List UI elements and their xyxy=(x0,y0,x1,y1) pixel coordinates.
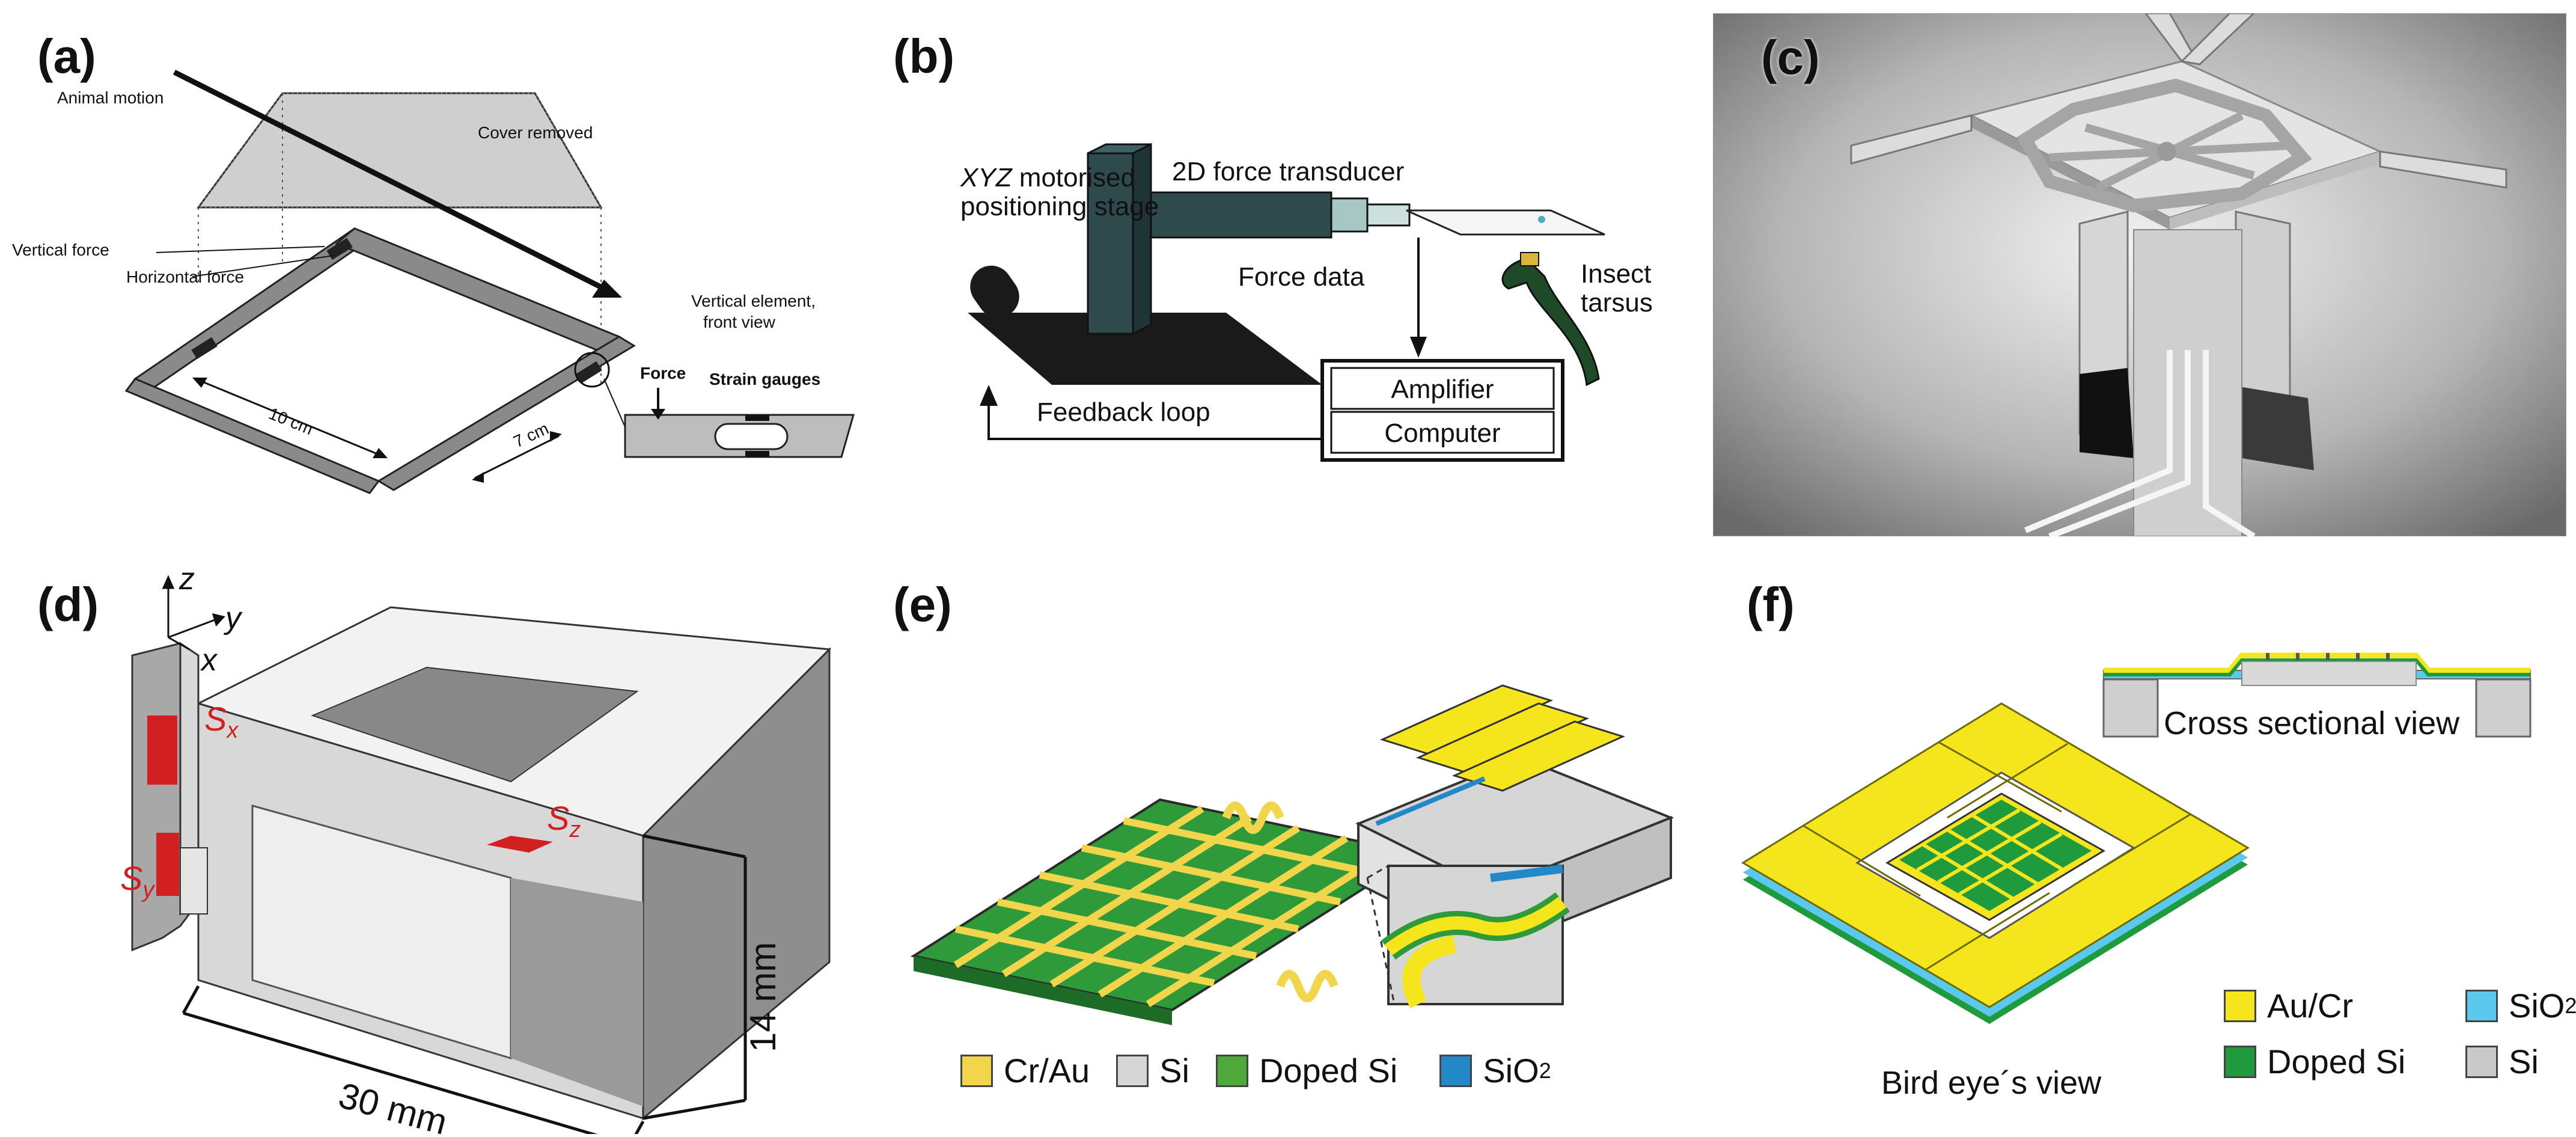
legend-e-sio2: SiO xyxy=(1483,1052,1539,1089)
axis-x-label: x xyxy=(200,643,218,678)
legend-e-sio2-sub: 2 xyxy=(1539,1058,1551,1083)
legend-e-swatch-si xyxy=(1116,1054,1149,1087)
amplifier-label: Amplifier xyxy=(1391,375,1494,404)
stage-label-motorised: motorised xyxy=(1012,163,1135,192)
dim-30mm-label: 30 mm xyxy=(335,1075,451,1134)
svg-text:XYZ motorised: XYZ motorised xyxy=(960,163,1135,192)
octagon-ring xyxy=(2016,78,2312,213)
force-setup-drawing: XYZ motorised positioning stage 2D force… xyxy=(960,143,1653,462)
panel-c: (c) xyxy=(1712,12,2567,539)
vertical-element-text-1: Vertical element, xyxy=(691,292,816,310)
force-platform-drawing: Animal motion Cover removed Vertical for… xyxy=(12,69,855,494)
feedback-loop-label: Feedback loop xyxy=(1037,397,1210,427)
vertical-element-text-2: front view xyxy=(703,313,776,331)
contact-pads xyxy=(1379,684,1626,792)
cross-section xyxy=(2102,652,2532,738)
legend-e-doped: Doped Si xyxy=(1259,1052,1398,1089)
sy-gauge xyxy=(156,833,179,896)
support-arms xyxy=(1850,12,2507,189)
axis-y-label: y xyxy=(224,601,243,636)
dim-7cm-text: 7 cm xyxy=(510,419,551,452)
frame-segment-lines xyxy=(1802,741,2191,970)
horizontal-force-text: Horizontal force xyxy=(126,268,244,286)
legend-f-sio2-sub: 2 xyxy=(2565,993,2576,1018)
axis-triad xyxy=(162,575,225,651)
vertical-force-text: Vertical force xyxy=(12,241,109,259)
force-sensors xyxy=(191,238,602,384)
legend-f-swatch-doped xyxy=(2224,1045,2256,1078)
legend-e-crau: Cr/Au xyxy=(1004,1052,1090,1089)
panel-label-a: (a) xyxy=(37,29,96,83)
panel-label-b: (b) xyxy=(893,29,955,83)
legend-e-si: Si xyxy=(1159,1052,1189,1089)
legend-f-sio2: SiO xyxy=(2509,987,2565,1025)
panel-label-d: (d) xyxy=(37,578,99,631)
svg-text:Sz: Sz xyxy=(547,799,581,842)
sy-label: S xyxy=(120,859,142,897)
svg-text:Sx: Sx xyxy=(204,700,239,743)
sz-gauge xyxy=(487,836,553,853)
inner-grid xyxy=(1916,808,2063,901)
panel-label-f: (f) xyxy=(1747,578,1795,631)
sensor-bird-eye-drawing xyxy=(1741,652,2532,1024)
stage-label-xyz: XYZ xyxy=(960,163,1013,192)
panel-d: (d) xyxy=(0,562,890,1137)
legend-f-swatch-si xyxy=(2465,1045,2498,1078)
sx-gauge xyxy=(147,716,177,785)
box-window xyxy=(311,666,639,783)
insect-label-2: tarsus xyxy=(1581,288,1653,317)
support-legs xyxy=(2078,210,2314,537)
bird-eye-label: Bird eye´s view xyxy=(1881,1065,2102,1101)
legend-f-aucr: Au/Cr xyxy=(2267,987,2354,1025)
legend-e-swatch-sio2 xyxy=(1439,1054,1473,1087)
stage-label-2: positioning stage xyxy=(960,192,1159,221)
legend-f-si: Si xyxy=(2509,1043,2539,1080)
legend-e-swatch-crau xyxy=(960,1054,993,1087)
grid-lines xyxy=(953,805,1397,1008)
force-sensor-3d-drawing: z y x Sx Sy Sz 30 mm 14 mm xyxy=(120,562,832,1137)
vertical-element-front-view xyxy=(624,388,855,458)
transducer-arm xyxy=(1150,191,1332,239)
transducer-label: 2D force transducer xyxy=(1172,157,1404,186)
insect-tarsus xyxy=(1501,257,1600,387)
sz-label: S xyxy=(547,799,569,837)
mems-array-drawing xyxy=(910,684,1674,1025)
sx-sub: x xyxy=(225,718,239,743)
computer-label: Computer xyxy=(1384,418,1500,448)
animal-motion-arrow xyxy=(172,69,606,292)
legend-e-swatch-doped xyxy=(1215,1054,1248,1087)
animal-motion-text: Animal motion xyxy=(57,88,163,107)
legend-f-doped: Doped Si xyxy=(2267,1043,2406,1080)
legend-f-swatch-aucr xyxy=(2224,989,2256,1022)
legend-f-swatch-sio2 xyxy=(2465,989,2498,1022)
cross-section-label: Cross sectional view xyxy=(2164,705,2460,741)
glass-plate xyxy=(1406,209,1605,236)
insect-label-1: Insect xyxy=(1581,259,1651,289)
panel-b: (b) XYZ motorised positioning stage 2D xyxy=(890,0,1707,541)
sx-label: S xyxy=(204,700,227,738)
electrode-traces xyxy=(2024,350,2256,539)
panel-f: (f) xyxy=(1707,565,2576,1134)
axis-z-label: z xyxy=(179,565,195,596)
dim-14mm-label: 14 mm xyxy=(743,942,783,1052)
mems-sensor-render xyxy=(1712,12,2567,539)
cover-removed-text: Cover removed xyxy=(478,123,593,142)
zoom-circle xyxy=(574,352,610,388)
force-text: Force xyxy=(640,364,686,382)
panel-label-c: (c) xyxy=(1761,31,1820,84)
svg-text:Sy: Sy xyxy=(120,859,155,903)
force-data-label: Force data xyxy=(1238,262,1365,292)
stage-base xyxy=(968,313,1322,385)
stage-column xyxy=(1087,152,1134,335)
sy-sub: y xyxy=(141,877,155,903)
panel-e: (e) xyxy=(890,565,1707,1134)
panel-label-e: (e) xyxy=(893,578,952,631)
dim-10cm-text: 10 cm xyxy=(266,404,316,438)
panel-a: (a) xyxy=(0,0,890,541)
sz-sub: z xyxy=(569,817,581,842)
cover-plate xyxy=(197,92,603,209)
strain-gauges-text: Strain gauges xyxy=(709,370,820,388)
